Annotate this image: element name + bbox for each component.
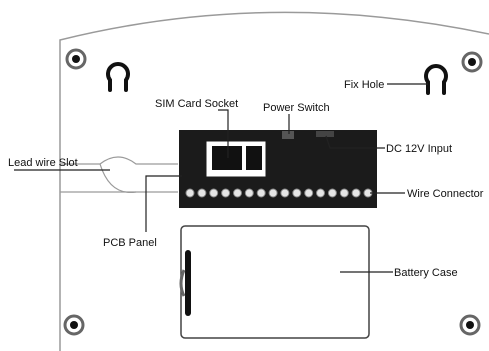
wire-connector-terminal	[292, 188, 302, 198]
screw-hole-bottom-right	[459, 314, 481, 336]
battery-case	[180, 225, 370, 339]
leader-pcb-panel	[145, 175, 182, 232]
device-housing-outline	[59, 11, 489, 351]
screw-hole-top-left	[65, 48, 87, 70]
wire-connector-terminal	[244, 188, 254, 198]
label-fix-hole: Fix Hole	[344, 79, 384, 91]
sim-card-notch	[246, 146, 262, 170]
wire-connector-terminal	[327, 188, 337, 198]
leader-lines	[14, 83, 428, 273]
battery-case-clip-edge	[179, 269, 186, 297]
label-dc-input: DC 12V Input	[386, 143, 452, 155]
lead-wire-slot-curve	[99, 163, 137, 194]
wire-connector-terminal	[209, 188, 219, 198]
wire-connector-terminal	[197, 188, 207, 198]
device-housing-inner-line	[60, 156, 178, 165]
wire-connector-terminal	[221, 188, 231, 198]
screw-hole-top-right	[461, 51, 483, 73]
wire-connector-terminal	[339, 188, 349, 198]
label-lead-wire-slot: Lead wire Slot	[8, 157, 78, 169]
label-battery-case: Battery Case	[394, 267, 458, 279]
label-wire-connector: Wire Connector	[407, 188, 484, 200]
wire-connector-terminals	[185, 188, 373, 198]
wire-connector-terminal	[351, 188, 361, 198]
sim-card-slot	[212, 146, 242, 170]
fix-hole-left-icon	[106, 62, 130, 92]
leader-sim-card	[218, 109, 229, 158]
wire-connector-terminal	[233, 188, 242, 198]
leader-dc-input	[325, 135, 385, 149]
label-sim-card-socket: SIM Card Socket	[155, 98, 238, 110]
label-power-switch: Power Switch	[263, 102, 330, 114]
dc-input-jack	[316, 131, 334, 137]
wire-connector-terminal	[268, 188, 278, 198]
wire-connector-terminal	[185, 188, 195, 198]
battery-case-clip	[185, 250, 191, 316]
wire-connector-terminal	[316, 188, 325, 198]
wire-connector-terminal	[304, 188, 314, 198]
screw-hole-bottom-left	[63, 314, 85, 336]
power-switch-icon	[282, 131, 294, 139]
wire-connector-terminal	[256, 188, 266, 198]
wire-connector-terminal	[280, 188, 290, 198]
label-pcb-panel: PCB Panel	[103, 237, 157, 249]
fix-hole-right-icon	[424, 64, 448, 95]
